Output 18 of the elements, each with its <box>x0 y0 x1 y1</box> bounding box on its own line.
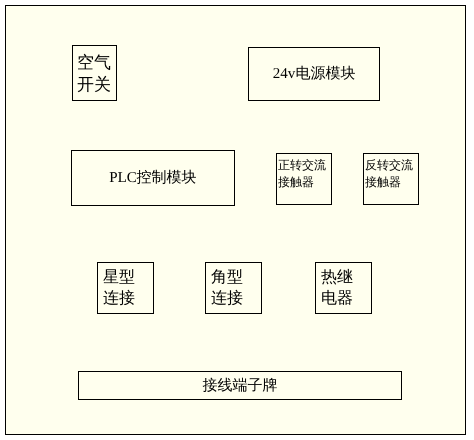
module-box <box>205 262 262 314</box>
module-box <box>315 262 372 314</box>
module-label: 角型连接 <box>211 268 244 309</box>
module-box <box>97 262 154 314</box>
module-label: 接线端子牌 <box>202 376 278 396</box>
module-box <box>248 47 380 101</box>
module-box <box>78 371 402 400</box>
module-box <box>72 45 117 101</box>
module-label: 热继电器 <box>321 268 354 309</box>
module-box <box>71 150 235 206</box>
module-label: 正转交流接触器 <box>278 157 327 191</box>
module-label: 空气开关 <box>77 52 112 96</box>
module-label: 星型连接 <box>103 268 136 309</box>
module-box <box>363 153 419 205</box>
module-label: 24v电源模块 <box>272 64 356 84</box>
module-box <box>276 153 332 205</box>
module-label: PLC控制模块 <box>109 168 197 188</box>
module-label: 反转交流接触器 <box>365 157 414 191</box>
